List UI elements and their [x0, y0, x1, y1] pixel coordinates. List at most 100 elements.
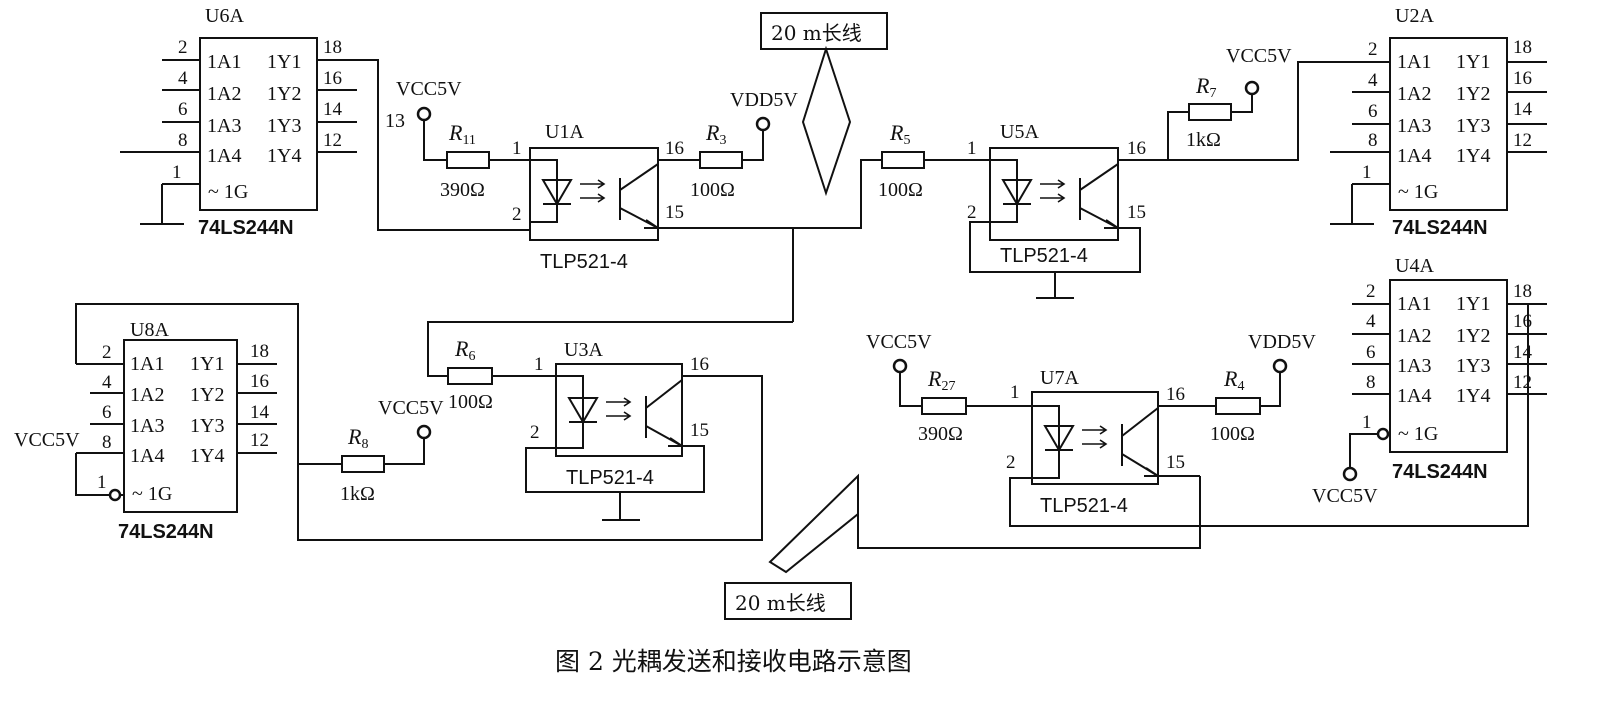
buffer-u8a-label: U8A	[130, 319, 169, 341]
svg-text:1Y4: 1Y4	[190, 445, 224, 467]
svg-text:1kΩ: 1kΩ	[1186, 129, 1221, 151]
svg-text:2: 2	[102, 342, 112, 363]
svg-text:~ 1G: ~ 1G	[208, 181, 248, 203]
svg-text:1Y3: 1Y3	[1456, 355, 1490, 377]
svg-text:16: 16	[250, 371, 269, 392]
figure-caption: 图 2 光耦发送和接收电路示意图	[555, 647, 912, 676]
svg-text:1kΩ: 1kΩ	[340, 483, 375, 505]
cable-bottom: 20 m长线	[724, 473, 1201, 620]
opto-u3a-part: TLP521-4	[566, 467, 654, 489]
svg-text:4: 4	[102, 372, 112, 393]
svg-text:100Ω: 100Ω	[878, 179, 923, 201]
svg-text:1Y3: 1Y3	[190, 415, 224, 437]
svg-text:1A4: 1A4	[1397, 385, 1431, 407]
svg-text:1A2: 1A2	[1397, 325, 1431, 347]
svg-text:2: 2	[1368, 39, 1378, 60]
svg-text:8: 8	[1366, 372, 1376, 393]
buffer-u6a-part: 74LS244N	[198, 217, 294, 239]
svg-text:4: 4	[178, 68, 188, 89]
svg-text:1Y3: 1Y3	[267, 115, 301, 137]
svg-text:2: 2	[967, 202, 977, 223]
svg-text:~ 1G: ~ 1G	[1398, 423, 1438, 445]
opto-u3a-label: U3A	[564, 339, 603, 361]
svg-text:1A3: 1A3	[1397, 115, 1431, 137]
svg-text:6: 6	[1368, 101, 1378, 122]
svg-text:1Y1: 1Y1	[1456, 293, 1490, 315]
svg-text:16: 16	[1166, 384, 1185, 405]
svg-text:16: 16	[690, 354, 709, 375]
svg-text:2: 2	[1366, 281, 1376, 302]
resistor-r4: VDD5V R4 100Ω	[1158, 331, 1316, 445]
svg-text:390Ω: 390Ω	[918, 423, 963, 445]
svg-text:1: 1	[1010, 382, 1020, 403]
svg-text:1Y2: 1Y2	[267, 83, 301, 105]
svg-text:1A4: 1A4	[207, 145, 241, 167]
opto-u5a: U5A 1 2 16 15 TLP521-4	[967, 121, 1146, 299]
svg-text:4: 4	[1368, 70, 1378, 91]
resistor-r7: VCC5V R7 1kΩ	[1186, 45, 1292, 151]
cable-top-label: 20 m长线	[771, 21, 862, 45]
svg-text:1: 1	[512, 138, 522, 159]
vdd-label-1: VDD5V	[730, 89, 798, 111]
opto-u5a-label: U5A	[1000, 121, 1039, 143]
svg-text:R3: R3	[705, 120, 726, 148]
resistor-r3: VDD5V R3 100Ω	[658, 89, 798, 201]
svg-text:2: 2	[178, 37, 188, 58]
svg-text:1Y2: 1Y2	[1456, 83, 1490, 105]
vcc-label-4: VCC5V	[378, 397, 444, 419]
cable-bottom-label: 20 m长线	[735, 591, 826, 615]
svg-text:~ 1G: ~ 1G	[132, 483, 172, 505]
svg-text:1A1: 1A1	[1397, 51, 1431, 73]
resistor-r5: R5 100Ω	[878, 120, 990, 201]
svg-text:4: 4	[1366, 311, 1376, 332]
resistor-r6: R6 100Ω	[447, 336, 556, 413]
svg-text:2: 2	[1006, 452, 1016, 473]
svg-text:1: 1	[1362, 412, 1372, 433]
svg-text:1Y4: 1Y4	[267, 145, 301, 167]
svg-text:8: 8	[1368, 130, 1378, 151]
svg-text:R11: R11	[448, 120, 476, 148]
vcc-label-3: VCC5V	[14, 429, 80, 451]
svg-text:18: 18	[323, 37, 342, 58]
svg-text:14: 14	[1513, 99, 1533, 120]
svg-text:1: 1	[97, 472, 107, 493]
svg-text:390Ω: 390Ω	[440, 179, 485, 201]
resistor-r27: VCC5V R27 390Ω	[866, 331, 1032, 445]
svg-text:100Ω: 100Ω	[448, 391, 493, 413]
svg-text:12: 12	[323, 130, 342, 151]
svg-text:15: 15	[690, 420, 709, 441]
buffer-u8a: U8A 1A1 1A2 1A3 1A4 1Y1 1Y2 1Y3 1Y4 ~ 1G…	[14, 319, 277, 543]
svg-text:R6: R6	[454, 336, 475, 364]
resistor-r11: VCC5V 13 R11 390Ω	[385, 78, 530, 201]
svg-text:16: 16	[323, 68, 342, 89]
svg-text:6: 6	[102, 402, 112, 423]
svg-text:1Y4: 1Y4	[1456, 145, 1490, 167]
svg-text:18: 18	[1513, 37, 1532, 58]
opto-u7a-part: TLP521-4	[1040, 495, 1128, 517]
buffer-u8a-part: 74LS244N	[118, 521, 214, 543]
svg-text:1A1: 1A1	[130, 353, 164, 375]
svg-text:1A3: 1A3	[1397, 355, 1431, 377]
svg-text:15: 15	[1166, 452, 1185, 473]
svg-text:1: 1	[1362, 162, 1372, 183]
svg-text:1: 1	[967, 138, 977, 159]
resistor-r8: VCC5V R8 1kΩ	[340, 397, 444, 505]
opto-u3a: U3A 1 2 16 15 TLP521-4	[525, 339, 709, 521]
svg-text:1: 1	[534, 354, 544, 375]
buffer-u2a-label: U2A	[1395, 5, 1434, 27]
svg-text:R8: R8	[347, 424, 368, 452]
svg-text:R4: R4	[1223, 366, 1244, 394]
svg-text:8: 8	[102, 432, 112, 453]
opto-u1a: U1A 1 2 16 15 TLP521-4	[512, 121, 684, 273]
svg-text:1Y4: 1Y4	[1456, 385, 1490, 407]
svg-text:1Y2: 1Y2	[190, 384, 224, 406]
svg-text:1: 1	[172, 162, 182, 183]
svg-text:16: 16	[665, 138, 684, 159]
svg-text:12: 12	[250, 430, 269, 451]
svg-text:18: 18	[250, 341, 269, 362]
vcc-label-1: VCC5V	[396, 78, 462, 100]
svg-text:1Y1: 1Y1	[1456, 51, 1490, 73]
pin-13-label: 13	[385, 110, 405, 132]
svg-text:1Y2: 1Y2	[1456, 325, 1490, 347]
